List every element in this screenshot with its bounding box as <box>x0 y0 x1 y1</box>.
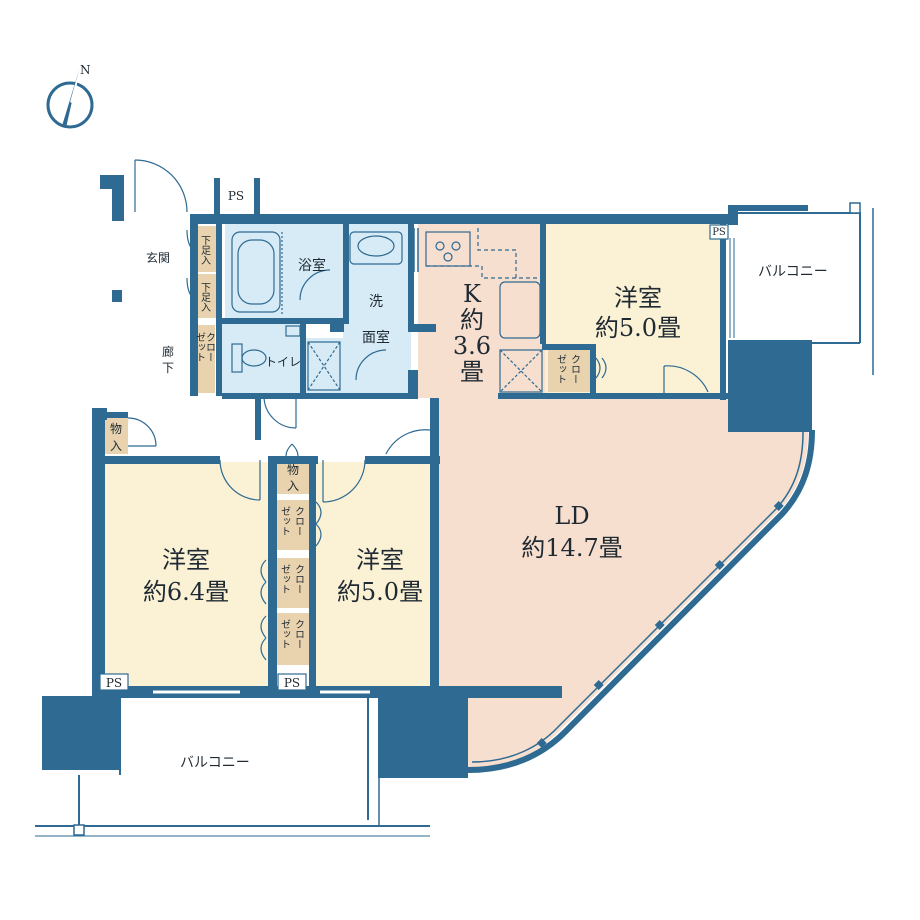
western-s-size: 約5.0畳 <box>337 578 423 606</box>
pillar-sw <box>42 696 121 770</box>
western-ne-name: 洋室 <box>614 284 662 312</box>
balcony-east: バルコニー <box>738 202 874 375</box>
laundry-pan-icon <box>307 341 341 391</box>
ld-window-line <box>471 431 804 763</box>
compass: N <box>46 63 94 129</box>
closet-center-mid-label-2: ゼット <box>279 564 291 594</box>
ps-sw-label: PS <box>106 676 122 690</box>
ps-top-label: PS <box>228 189 244 203</box>
hall-closet-label-2: ゼット <box>194 332 206 362</box>
western-ne-size: 約5.0畳 <box>595 314 681 342</box>
corridor-label-2: 下 <box>162 361 174 375</box>
ld-size: 約14.7畳 <box>521 534 622 562</box>
doors <box>127 159 709 661</box>
washbasin-icon <box>349 231 403 265</box>
entrance-label: 玄関 <box>146 250 170 265</box>
fridge-space-icon <box>499 349 543 393</box>
balcony-south: バルコニー <box>35 698 430 837</box>
windows <box>153 228 735 695</box>
western-s-name: 洋室 <box>356 546 404 574</box>
closet-center-bot-label-2: ゼット <box>279 619 291 649</box>
pillars <box>42 340 812 778</box>
shoe-storage-2 <box>193 274 216 318</box>
compass-north-label: N <box>80 63 91 77</box>
closet-center-bot-label-1: クロー <box>293 619 304 649</box>
closet-kitchen-label-1: クロー <box>569 354 580 384</box>
fixtures <box>231 228 543 393</box>
shoe-storage-1-label: 下足入 <box>199 235 211 265</box>
washroom-area <box>343 224 411 396</box>
western-sw-size: 約6.4畳 <box>143 578 229 606</box>
kitchen-num: 3.6 <box>453 332 491 360</box>
balcony-east-label: バルコニー <box>758 264 828 280</box>
pillar-ne <box>728 340 812 432</box>
monoire-hall-label-2: 入 <box>110 439 122 453</box>
hall-closet <box>194 325 215 393</box>
hall-closet-label-1: クロー <box>204 332 215 362</box>
washroom-label-2: 面室 <box>362 329 390 346</box>
closet-kitchen-label-2: ゼット <box>555 354 567 384</box>
compass-north-icon <box>62 70 79 128</box>
kitchen-k: K <box>463 280 482 308</box>
toilet-label: トイレ <box>265 355 301 369</box>
balcony-south-label: バルコニー <box>180 755 250 771</box>
western-sw-name: 洋室 <box>162 546 210 574</box>
ld-window-wall <box>467 429 815 773</box>
compass-ring <box>46 81 94 129</box>
monoire-hall <box>105 418 128 454</box>
western-room-s <box>315 462 438 688</box>
kitchen-jo: 畳 <box>460 358 484 386</box>
kitchen-yaku: 約 <box>460 306 484 334</box>
closet-center-top <box>277 500 309 550</box>
washroom-label-1: 洗 <box>369 294 383 310</box>
monoire-hall-label-1: 物 <box>110 422 122 436</box>
closet-kitchen <box>548 350 590 392</box>
corridor-label-1: 廊 <box>162 344 174 359</box>
ld-area <box>430 398 808 768</box>
ps-boxes <box>99 224 729 691</box>
bath-area <box>225 224 343 319</box>
closet-center-mid-label-1: クロー <box>293 564 304 594</box>
shoe-storage-1 <box>193 226 216 272</box>
entrance-door-swing <box>134 159 188 213</box>
shoe-storage-2-label: 下足入 <box>199 282 211 312</box>
bathtub-icon <box>231 231 281 313</box>
closet-center-mid <box>277 558 309 608</box>
closet-center-top-label-2: ゼット <box>279 506 291 536</box>
bath-label: 浴室 <box>298 257 326 274</box>
ps-s-label: PS <box>284 676 300 690</box>
monoire-center-label-2: 入 <box>287 479 299 493</box>
ld-name: LD <box>554 502 589 530</box>
western-room-sw <box>105 462 270 688</box>
sink-icon <box>499 281 541 339</box>
monoire-center-label-1: 物 <box>287 463 299 477</box>
closet-center-bot <box>277 613 309 665</box>
ps-ne-label: PS <box>712 227 726 238</box>
closet-center-top-label-1: クロー <box>293 506 304 536</box>
pillar-s <box>378 690 468 778</box>
